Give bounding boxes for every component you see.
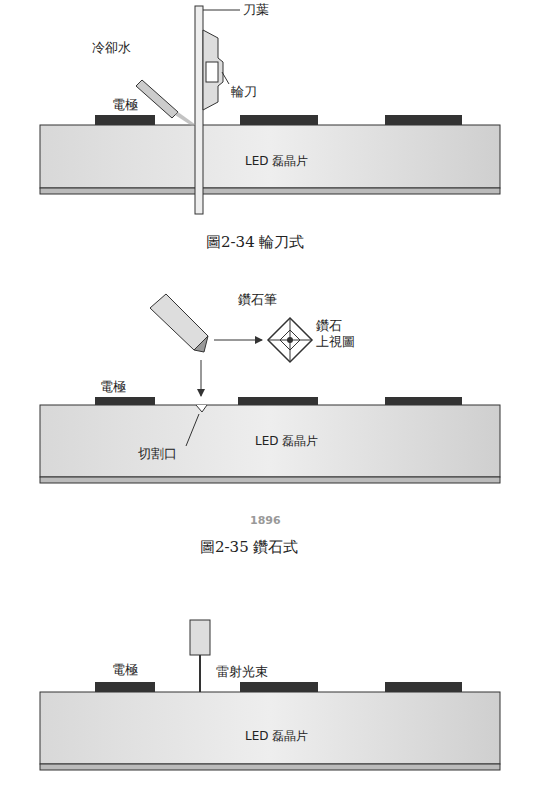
part-label: 切割口 — [138, 446, 177, 462]
laser-head — [190, 620, 210, 655]
arrow — [214, 340, 262, 341]
watermark: 1896 — [250, 514, 281, 527]
electrodes-1 — [95, 115, 462, 125]
wafer-slab: LED 磊晶片 — [40, 125, 500, 188]
part-label: 電極 — [112, 662, 138, 678]
part-label: 電極 — [100, 379, 126, 395]
part-label: 電極 — [112, 97, 138, 113]
part-label: 冷卻水 — [92, 40, 131, 56]
part-label: 雷射光束 — [216, 664, 268, 680]
leader-line — [222, 72, 229, 84]
diamond-pen — [150, 294, 208, 352]
arrow — [201, 360, 202, 396]
wafer-2 — [40, 405, 500, 483]
part-label: 刀葉 — [243, 2, 269, 18]
diamond-top-view — [268, 318, 312, 362]
leader-line — [203, 10, 240, 11]
part-label: 輪刀 — [231, 84, 257, 100]
electrodes-2 — [95, 397, 462, 405]
scribe-notch — [196, 405, 207, 412]
wafer-1 — [40, 125, 500, 194]
figure-caption: 圖2-34 輪刀式 — [206, 233, 304, 251]
wafer-3 — [40, 692, 500, 770]
wafer-label: LED 磊晶片 — [255, 433, 318, 450]
wafer-label: LED 磊晶片 — [245, 153, 308, 170]
electrodes-3 — [95, 682, 462, 692]
figure-caption: 圖2-35 鑽石式 — [200, 538, 298, 556]
part-label: 鑽石 上視圖 — [316, 318, 358, 349]
laser-beam — [199, 655, 201, 692]
part-label: 鑽石筆 — [238, 292, 277, 308]
wafer-slab: LED 磊晶片 — [40, 692, 500, 764]
wafer-label: LED 磊晶片 — [245, 728, 308, 745]
wheel-blade — [195, 6, 223, 214]
coolant-nozzle — [136, 80, 196, 126]
leader-line — [186, 414, 199, 446]
wafer-slab: LED 磊晶片 — [40, 405, 500, 477]
